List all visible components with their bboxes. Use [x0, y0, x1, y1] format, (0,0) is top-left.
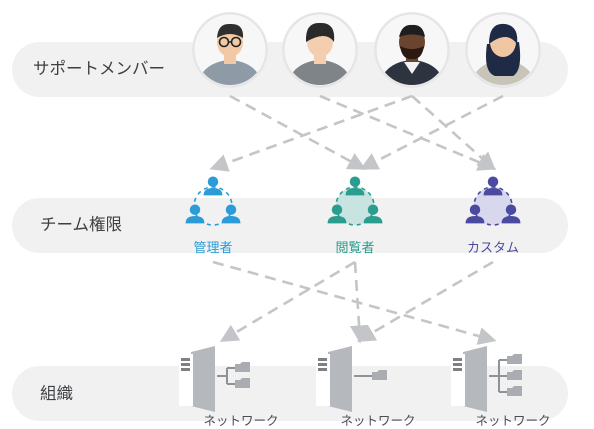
avatar-woman-long-hair-icon	[465, 12, 541, 88]
role-network-connector	[219, 260, 356, 342]
role-network-connector	[212, 260, 497, 345]
avatar-man-beard-icon	[374, 12, 450, 88]
connector-group	[209, 94, 504, 345]
network-label: ネットワーク	[475, 413, 550, 428]
team-viewer-icon	[327, 176, 383, 226]
roles-row-label: チーム権限	[40, 215, 123, 234]
members-row-label: サポートメンバー	[33, 59, 165, 78]
role-network-connector	[356, 260, 494, 342]
org-row-label: 組織	[40, 384, 73, 403]
team-custom-icon	[465, 176, 521, 226]
role-network-connector	[349, 261, 369, 344]
role-label: カスタム	[467, 241, 519, 256]
team-admin-icon	[185, 176, 241, 226]
avatar-man-glasses-icon	[192, 12, 268, 88]
role-label: 管理者	[193, 241, 232, 256]
network-label: ネットワーク	[340, 413, 415, 428]
member-role-connector	[411, 95, 496, 171]
role-label: 閲覧者	[335, 240, 374, 256]
member-role-connector	[319, 94, 497, 171]
network-label: ネットワーク	[203, 413, 278, 428]
avatar-man-dark-hair-icon	[282, 12, 358, 88]
network-server-icon	[316, 346, 387, 412]
network-server-icon	[179, 346, 250, 412]
member-role-connector	[359, 94, 504, 170]
member-role-connector	[229, 94, 367, 170]
network-server-icon	[451, 346, 522, 412]
